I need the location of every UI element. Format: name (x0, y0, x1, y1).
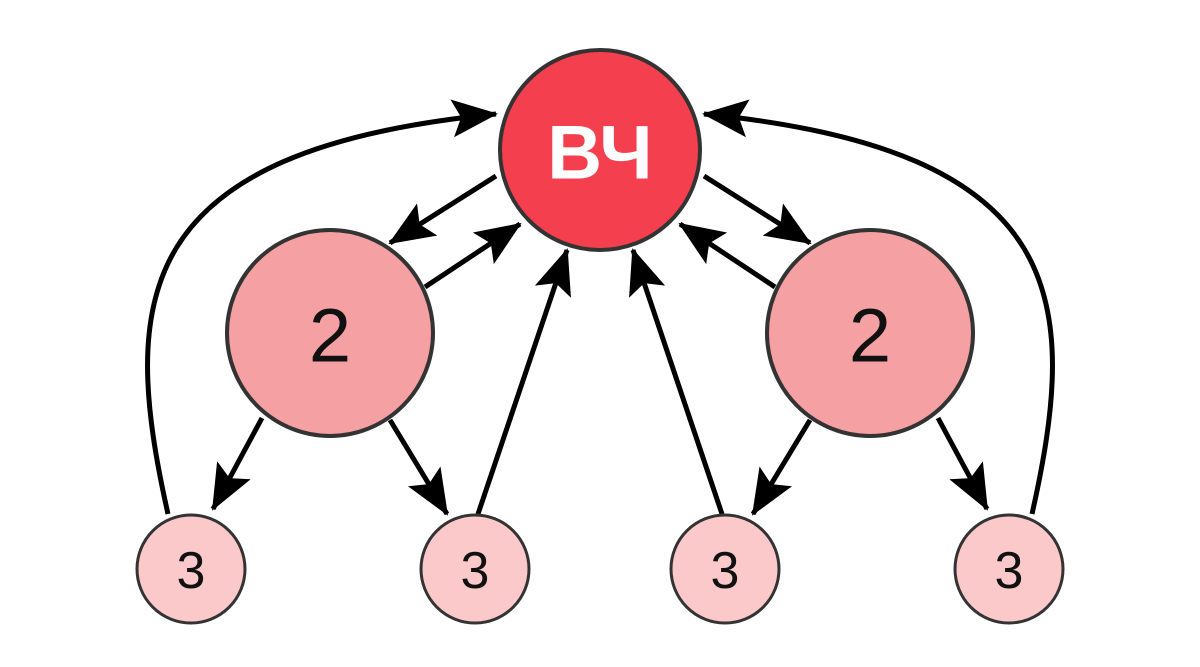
node-leaf-4: 3 (953, 513, 1065, 625)
edge-leaf-3-to-root (629, 248, 725, 515)
node-leaf-2: 3 (419, 513, 531, 625)
node-leaf-1-label: 3 (177, 542, 206, 600)
edge-mid-right-to-leaf-3 (750, 418, 813, 516)
node-mid-right-circle (765, 228, 975, 438)
node-leaf-4-circle (953, 513, 1065, 625)
node-mid-left: 2 (225, 228, 435, 438)
node-leaf-3-circle (669, 513, 781, 625)
edge-root-to-mid-left (388, 173, 498, 246)
node-leaf-1-circle (135, 513, 247, 625)
node-root-label: ВЧ (547, 111, 652, 196)
node-mid-left-circle (225, 228, 435, 438)
edge-mid-left-to-leaf-2 (387, 418, 450, 516)
edge-mid-right-to-leaf-4 (935, 416, 990, 511)
node-leaf-2-label: 3 (461, 542, 490, 600)
edge-mid-right-to-root (678, 221, 777, 290)
edge-leaf-4-to-root (702, 99, 1055, 515)
node-mid-right: 2 (765, 228, 975, 438)
node-root: ВЧ (498, 48, 702, 252)
edges (145, 99, 1055, 516)
edge-leaf-2-to-root (475, 248, 571, 515)
edge-leaf-1-to-root (145, 99, 498, 515)
node-leaf-4-label: 3 (995, 542, 1024, 600)
node-leaf-3-label: 3 (711, 542, 740, 600)
node-mid-left-label: 2 (309, 294, 351, 379)
edge-mid-left-to-leaf-1 (210, 416, 265, 511)
edge-mid-left-to-root (423, 221, 522, 290)
edge-root-to-mid-right (702, 173, 812, 246)
node-leaf-3: 3 (669, 513, 781, 625)
node-leaf-2-circle (419, 513, 531, 625)
node-leaf-1: 3 (135, 513, 247, 625)
node-root-circle (498, 48, 702, 252)
node-mid-right-label: 2 (849, 294, 891, 379)
